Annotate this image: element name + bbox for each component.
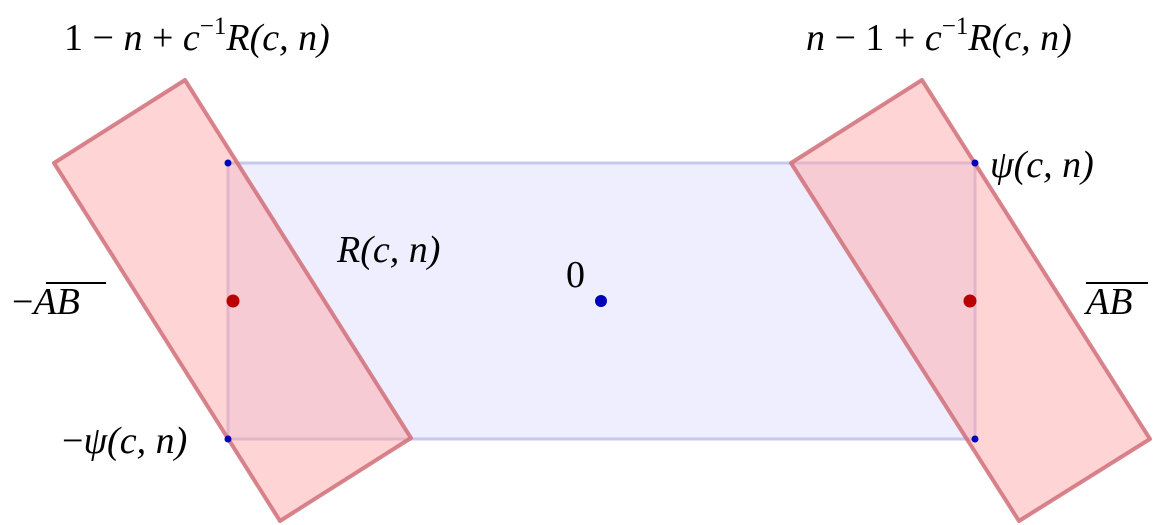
corner-dot-bottom-right [971,435,979,443]
corner-dot-top-right [971,159,979,167]
corner-dot-bottom-left [224,435,232,443]
label-left-top: 1 − n + c−1R(c, n) [64,13,330,59]
label-psi-positive: ψ(c, n) [990,144,1094,186]
label-right-top: n − 1 + c−1R(c, n) [806,13,1072,59]
label-pos-ab: AB [1083,281,1132,323]
label-psi-negative: −ψ(c, n) [62,420,187,462]
label-origin: 0 [566,254,585,296]
corner-dot-top-left [224,159,232,167]
label-region: R(c, n) [336,229,440,271]
right-center-dot [963,294,977,308]
label-neg-ab: −AB [12,281,80,323]
left-center-dot [226,294,240,308]
origin-dot [595,295,607,307]
